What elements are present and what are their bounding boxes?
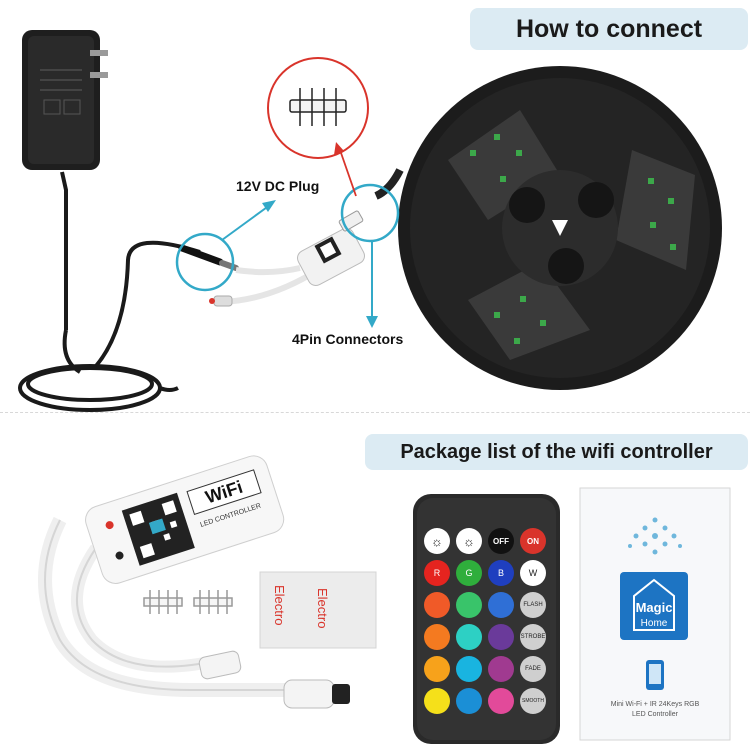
remote-keypad: ☼ ☼ OFF ON R G B W FLASH STROBE FADE SMO… <box>424 528 552 714</box>
color-button <box>456 624 482 650</box>
green-button: G <box>456 560 482 586</box>
dc-plug-label: 12V DC Plug <box>236 178 320 194</box>
fade-button: FADE <box>520 656 546 682</box>
power-cable <box>18 171 201 412</box>
brightness-down-button: ☼ <box>456 528 482 554</box>
card-caption-line2: LED Controller <box>632 711 679 718</box>
white-button: W <box>520 560 546 586</box>
color-button <box>456 688 482 714</box>
tape-text-right: Electro <box>315 588 330 628</box>
color-button <box>456 656 482 682</box>
loose-4pin-connectors <box>143 590 233 614</box>
flash-button: FLASH <box>520 592 546 618</box>
color-button <box>456 592 482 618</box>
on-button: ON <box>520 528 546 554</box>
section-divider <box>0 412 750 413</box>
color-button <box>424 624 450 650</box>
manual-card: Magic Home Mini Wi-Fi + IR 24Keys RGB LE… <box>579 487 731 741</box>
tape-text-left: Electro <box>272 585 287 625</box>
brightness-up-button: ☼ <box>424 528 450 554</box>
wifi-controller: WiFi LED CONTROLLER <box>38 455 350 709</box>
power-adapter <box>22 30 108 170</box>
ir-remote <box>413 494 560 744</box>
blue-button: B <box>488 560 514 586</box>
adhesive-tape: Electro Electro <box>259 571 377 649</box>
how-to-connect-title: How to connect <box>470 8 748 50</box>
inline-controller <box>209 210 365 307</box>
card-caption-line1: Mini Wi-Fi + IR 24Keys RGB <box>611 701 700 708</box>
strobe-button: STROBE <box>520 624 546 650</box>
led-strip-reel <box>374 66 722 390</box>
smooth-button: SMOOTH <box>520 688 546 714</box>
color-button <box>488 688 514 714</box>
color-button <box>488 656 514 682</box>
color-button <box>424 688 450 714</box>
color-button <box>488 592 514 618</box>
callout-circles <box>175 57 400 328</box>
app-name-line1: Magic <box>636 600 673 615</box>
pin-connector-label: 4Pin Connectors <box>292 331 404 347</box>
off-button: OFF <box>488 528 514 554</box>
app-name-line2: Home <box>641 618 668 629</box>
package-list-title: Package list of the wifi controller <box>365 434 748 470</box>
red-button: R <box>424 560 450 586</box>
color-button <box>424 656 450 682</box>
color-button <box>424 592 450 618</box>
dc-plug <box>178 244 239 271</box>
color-button <box>488 624 514 650</box>
